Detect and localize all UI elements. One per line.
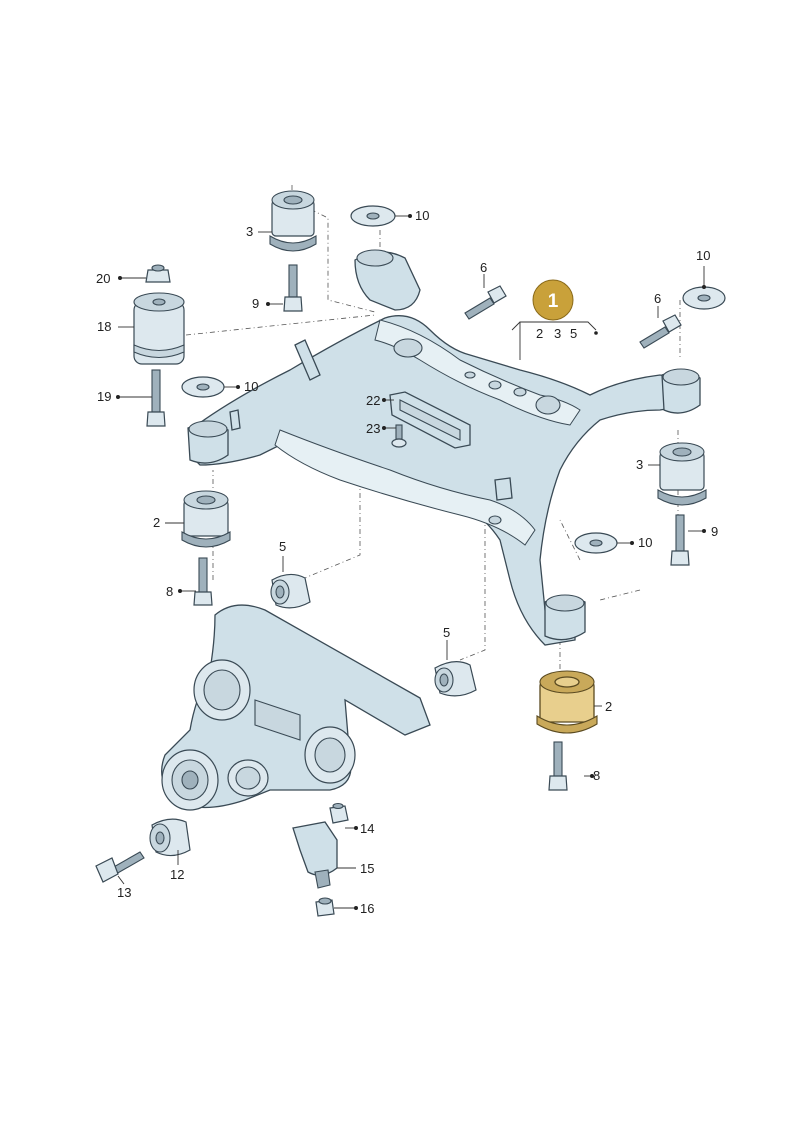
label-5-right: 5 [443,625,450,640]
mount-18 [133,292,185,365]
bushing-2-left [181,490,231,548]
washer-10-left [181,376,225,398]
bolt-9-right [670,514,690,566]
label-22: 22 [366,393,380,408]
callout-number: 1 [548,291,559,312]
label-20: 20 [96,271,110,286]
washer-10-lower [574,532,618,554]
bushing-2-highlighted [536,670,598,734]
label-6-left: 6 [480,260,487,275]
bracket-15 [292,821,338,889]
bolt-6-left [464,285,507,320]
label-12: 12 [170,867,184,882]
label-2-left: 2 [153,515,160,530]
bushing-3-upper [269,190,317,252]
bolt-8-left [193,557,213,606]
bushing-12 [149,818,191,857]
label-8-left: 8 [166,584,173,599]
label-10-right: 10 [696,248,710,263]
callout-sub-2: 2 [536,326,543,341]
label-18: 18 [97,319,111,334]
callout-sub-5: 5 [570,326,577,341]
washer-10-top [350,205,396,227]
bushing-5-left [270,573,311,609]
label-9-right: 9 [711,524,718,539]
label-8-right: 8 [593,768,600,783]
callout-1: 1 2 3 5 [511,279,598,360]
label-6-right: 6 [654,291,661,306]
callout-sub-3: 3 [554,326,561,341]
differential-housing [161,604,431,811]
label-19: 19 [97,389,111,404]
label-3-upper: 3 [246,224,253,239]
nut-14 [329,802,349,824]
bolt-13 [95,851,145,883]
label-3-right: 3 [636,457,643,472]
label-14: 14 [360,821,374,836]
bolt-19 [146,369,166,427]
label-10-left: 10 [244,379,258,394]
bushing-3-right [657,442,707,506]
label-2-right: 2 [605,699,612,714]
callout-badge [532,279,574,321]
label-10-top: 10 [415,208,429,223]
part-labels: 3 10 20 9 18 10 19 6 10 6 22 23 3 2 9 10… [96,208,718,916]
leader-lines [116,214,706,910]
label-9-upper: 9 [252,296,259,311]
label-10-lower: 10 [638,535,652,550]
nut-16 [315,897,335,917]
screw-23 [391,424,407,448]
nut-20 [145,264,171,283]
label-13: 13 [117,885,131,900]
bolt-6-right [639,314,682,349]
bolt-9-upper [283,264,303,312]
label-16: 16 [360,901,374,916]
washer-10-right [682,286,726,310]
bolt-8-right [548,741,568,791]
bracket-22 [389,391,471,449]
rear-subframe [187,249,701,646]
bushing-5-right [434,661,477,697]
label-5-left: 5 [279,539,286,554]
label-15: 15 [360,861,374,876]
label-23: 23 [366,421,380,436]
